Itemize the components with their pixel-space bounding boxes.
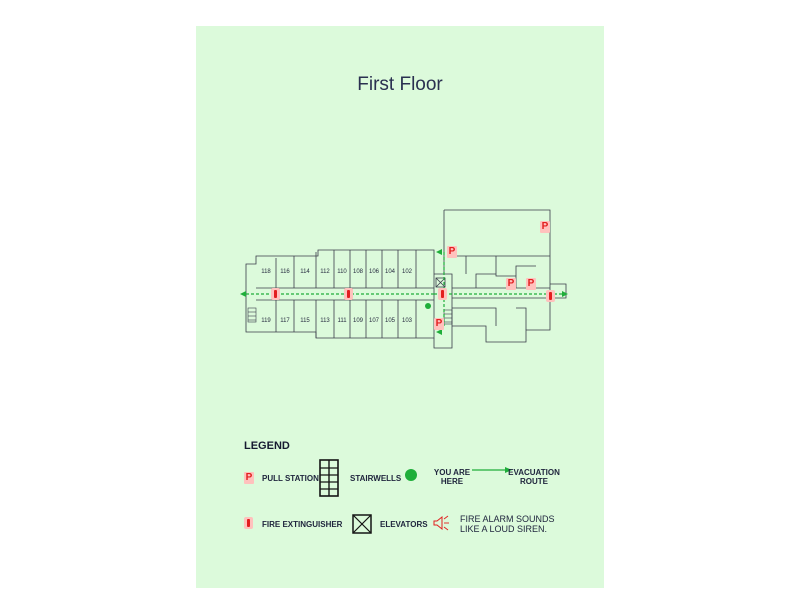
south-room-label: 109 [353,318,364,324]
south-room-label: 105 [385,318,396,324]
south-room-label: 107 [369,318,380,324]
fire-extinguisher-icon [438,288,447,300]
evacuation-arrow-icon [472,467,512,473]
south-room-label: 119 [261,318,271,324]
east-wing-rooms [452,255,550,330]
room-labels: 118 116 114 112 110 108 106 104 102 119 117 115 113 1… [261,269,412,324]
legend-fire-extinguisher: FIRE EXTINGUISHER [262,520,343,529]
south-room-label: 103 [402,318,413,324]
east-stairwell [443,309,453,325]
north-room-label: 118 [261,269,271,275]
fire-extinguisher-icon [546,290,555,302]
south-room-label: 115 [300,318,310,324]
south-room-dividers [275,300,417,338]
pull-station-icon: P [434,318,444,330]
legend-siren: FIRE ALARM SOUNDS LIKE A LOUD SIREN. [460,514,555,534]
fire-extinguisher-icon [344,288,353,300]
legend-heading: LEGEND [244,440,290,452]
legend-stairwells: STAIRWELLS [350,474,402,483]
page-title: First Floor [357,74,443,95]
south-room-label: 111 [337,318,347,324]
north-room-label: 106 [369,269,380,275]
legend-evacuation-route: EVACUATION ROUTE [508,468,560,486]
pull-station-icon: P [244,472,254,484]
central-core-outline [433,273,453,349]
pull-station-icon: P [540,221,550,233]
fire-extinguisher-icon [271,288,280,300]
pull-station-icon: P [506,278,516,290]
north-room-label: 114 [300,269,310,275]
elevator-icon [352,514,372,534]
fire-extinguisher-icon [244,517,253,529]
stairwell-icon [319,459,339,497]
evacuation-arrowheads [240,249,568,335]
south-room-label: 113 [320,318,330,324]
legend-you-are-here: YOU ARE HERE [433,468,471,486]
pull-station-icon: P [526,278,536,290]
north-room-label: 110 [337,269,347,275]
south-room-label: 117 [280,318,290,324]
west-wing-outline [245,249,435,339]
you-are-here-icon [405,469,417,481]
north-room-dividers [275,250,417,288]
west-stairwell [247,307,257,323]
north-room-label: 102 [402,269,413,275]
north-room-label: 116 [280,269,290,275]
floor-plan: 118 116 114 112 110 108 106 104 102 119 117 115 113 1… [240,209,568,349]
north-room-label: 112 [320,269,330,275]
siren-icon [433,515,449,531]
floor-plan-sheet: First Floor [196,26,604,588]
legend-elevators: ELEVATORS [380,520,428,529]
pull-station-icon: P [447,246,457,258]
you-are-here-marker [425,303,431,309]
north-room-label: 108 [353,269,364,275]
legend-pull-station: PULL STATION [262,474,319,483]
north-room-label: 104 [385,269,396,275]
